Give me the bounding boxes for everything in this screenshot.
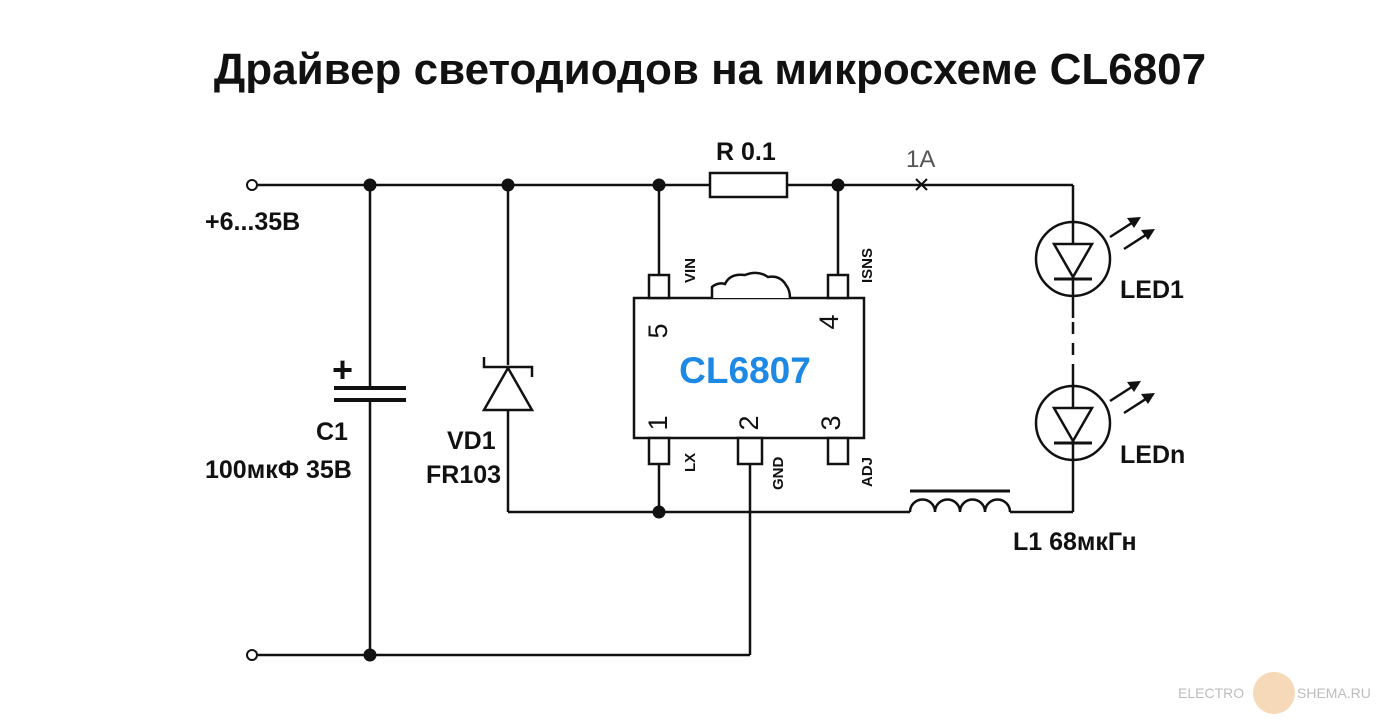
supply-plus-terminal (246, 179, 258, 191)
junction-dot (652, 178, 666, 192)
diagram-title: Драйвер светодиодов на микросхеме CL6807 (214, 45, 1206, 94)
watermark: ELECTRO SHEMA.RU (1178, 672, 1371, 714)
current-marker-cross (915, 178, 928, 191)
watermark-left: ELECTRO (1178, 685, 1244, 701)
supply-voltage-label: +6...35В (205, 208, 300, 236)
led1-symbol (1034, 217, 1155, 298)
ledn-symbol (1034, 381, 1155, 462)
watermark-right: SHEMA.RU (1297, 685, 1371, 701)
ic-cl6807: CL6807 5 4 1 2 3 VIN ISNS LX GND ADJ (632, 248, 876, 491)
pin-number-1: 1 (643, 415, 673, 430)
pin-name-gnd: GND (770, 457, 787, 491)
resistor-label: R 0.1 (716, 138, 776, 166)
junction-dot (363, 648, 377, 662)
pin-number-2: 2 (734, 415, 764, 430)
ic-notch (710, 271, 792, 299)
pin-pad-adj (826, 436, 850, 466)
led1-ref: LED1 (1120, 276, 1184, 304)
resistor-body (708, 171, 789, 199)
junction-dot (363, 178, 377, 192)
capacitor-polarity-plus: + (332, 349, 353, 390)
wires (258, 183, 1075, 657)
pin-pad-vin (647, 273, 671, 300)
pin-number-4: 4 (814, 314, 844, 329)
pin-number-3: 3 (816, 415, 846, 430)
current-label: 1А (906, 146, 935, 173)
ledn-ref: LEDn (1120, 441, 1185, 469)
junction-dot (501, 178, 515, 192)
capacitor-value: 100мкФ 35В (205, 456, 352, 484)
capacitor-c1 (334, 386, 406, 402)
ic-name: CL6807 (679, 350, 811, 391)
capacitor-ref: C1 (316, 418, 348, 446)
supply-minus-terminal (246, 649, 258, 661)
pin-name-adj: ADJ (859, 457, 876, 487)
diode-vd1-symbol (481, 357, 535, 412)
inductor-label: L1 68мкГн (1013, 528, 1137, 556)
pin-name-vin: VIN (682, 258, 699, 283)
junctions (363, 178, 845, 662)
pin-number-5: 5 (643, 323, 673, 338)
diode-part: FR103 (426, 461, 501, 489)
pin-pad-lx (647, 436, 671, 466)
pin-pad-gnd (736, 436, 764, 466)
diode-ref: VD1 (447, 427, 496, 455)
junction-dot (652, 505, 666, 519)
watermark-logo-icon (1253, 672, 1295, 714)
pin-pad-isns (826, 273, 850, 300)
pin-name-lx: LX (682, 453, 699, 472)
junction-dot (831, 178, 845, 192)
pin-name-isns: ISNS (859, 248, 876, 283)
inductor-l1-symbol (908, 489, 1012, 513)
